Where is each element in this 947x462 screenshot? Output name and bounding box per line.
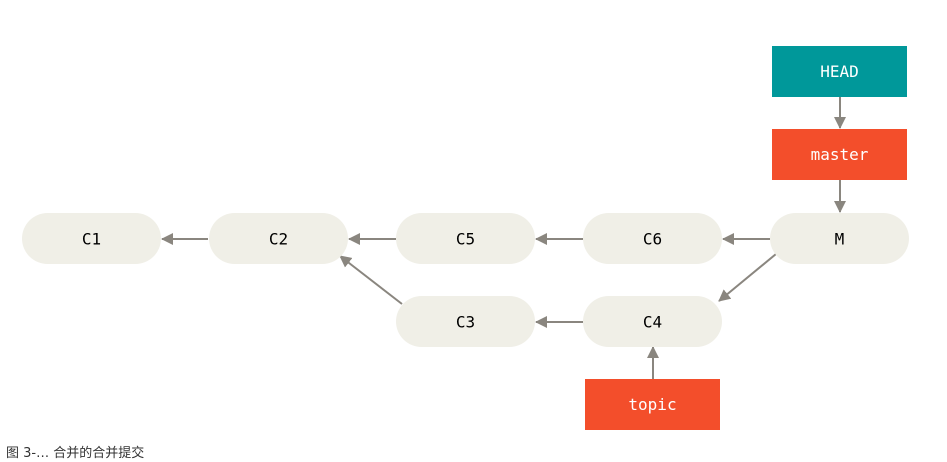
- ref-master-shape: [772, 129, 907, 180]
- commit-c4-label: C4: [643, 313, 662, 332]
- commit-c2-label: C2: [269, 230, 288, 249]
- ref-topic: topic: [585, 379, 720, 430]
- commit-m: M: [770, 213, 909, 264]
- commit-c5-shape: [396, 213, 535, 264]
- ref-head: HEAD: [772, 46, 907, 97]
- commit-c6: C6: [583, 213, 722, 264]
- ref-topic-shape: [585, 379, 720, 430]
- commit-c4-shape: [583, 296, 722, 347]
- ref-head-shape: [772, 46, 907, 97]
- commit-c6-shape: [583, 213, 722, 264]
- commit-c3-label: C3: [456, 313, 475, 332]
- commit-c1: C1: [22, 213, 161, 264]
- commit-c5: C5: [396, 213, 535, 264]
- ref-master-label: master: [811, 145, 869, 164]
- commit-c1-label: C1: [82, 230, 101, 249]
- arrows: [161, 97, 846, 379]
- arrow-c3-to-c2: [339, 255, 403, 305]
- commit-c4: C4: [583, 296, 722, 347]
- ref-master: master: [772, 129, 907, 180]
- commit-c6-label: C6: [643, 230, 662, 249]
- ref-head-label: HEAD: [820, 62, 859, 81]
- commit-c5-label: C5: [456, 230, 475, 249]
- figure-caption: 图 3-… 合并的合并提交: [6, 446, 145, 461]
- ref-topic-label: topic: [628, 395, 676, 414]
- commit-c1-shape: [22, 213, 161, 264]
- commit-c2: C2: [209, 213, 348, 264]
- commit-m-shape: [770, 213, 909, 264]
- commit-m-label: M: [835, 230, 845, 249]
- commit-c3: C3: [396, 296, 535, 347]
- commit-c2-shape: [209, 213, 348, 264]
- arrow-m-to-c4: [718, 253, 777, 302]
- commit-c3-shape: [396, 296, 535, 347]
